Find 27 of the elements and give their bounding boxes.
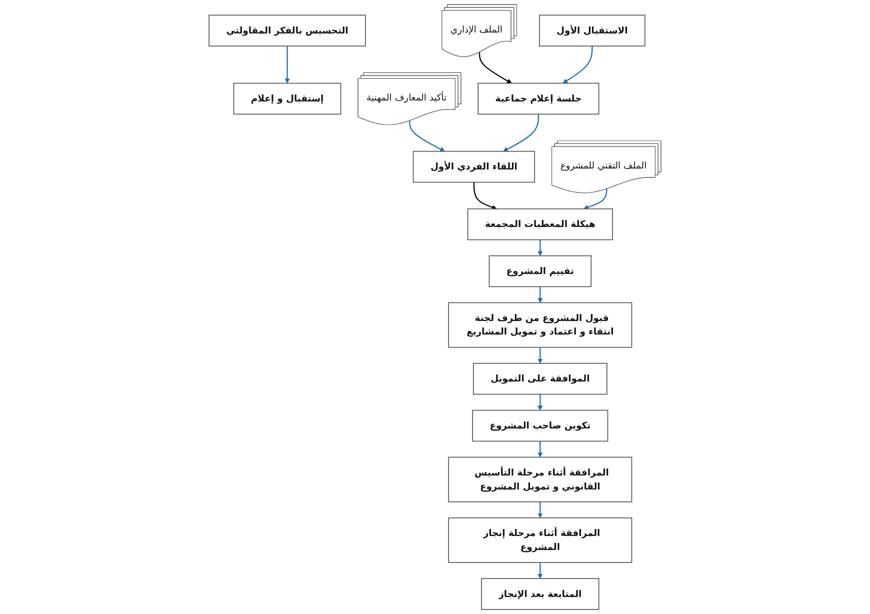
arrow <box>538 240 543 256</box>
node-box: هيكلة المعطيات المجمعة <box>467 208 613 240</box>
node-box: المرافقة أثناء مرحلة التأسيس القانوني و تمويل المشروع <box>448 456 632 502</box>
arrow <box>503 114 540 152</box>
node-box: تقييم المشروع <box>488 255 592 288</box>
arrow <box>538 562 543 579</box>
node-box: اللقاء الفردي الأول <box>412 150 536 183</box>
arrow <box>538 441 543 458</box>
arrow <box>538 394 543 410</box>
arrow <box>478 52 512 84</box>
node-box: الاستقبال الأول <box>538 14 646 46</box>
arrow <box>584 189 608 210</box>
arrow <box>538 347 543 364</box>
node-box: الموافقة على التمويل <box>472 362 608 395</box>
node-box: جلسة إعلام جماعية <box>478 82 600 115</box>
node-box: إستقبال و إعلام <box>233 82 342 115</box>
node-box: تكوين صاحب المشروع <box>472 410 608 442</box>
node-box: قبول المشروع من طرف لجنة انتقاء و اعتماد و تمويل المشاريع <box>448 302 632 348</box>
node-box: المتابعة بعد الإنجاز <box>481 578 600 610</box>
arrow <box>538 502 543 518</box>
arrow <box>473 182 497 210</box>
arrow <box>409 120 445 152</box>
arrow <box>562 46 593 84</box>
arrow <box>538 286 543 303</box>
arrow <box>284 46 290 84</box>
node-box: المرافقة أثناء مرحلة إنجاز المشروع <box>448 517 632 563</box>
node-box: التحسيس بالفكر المقاولتي <box>208 14 366 46</box>
